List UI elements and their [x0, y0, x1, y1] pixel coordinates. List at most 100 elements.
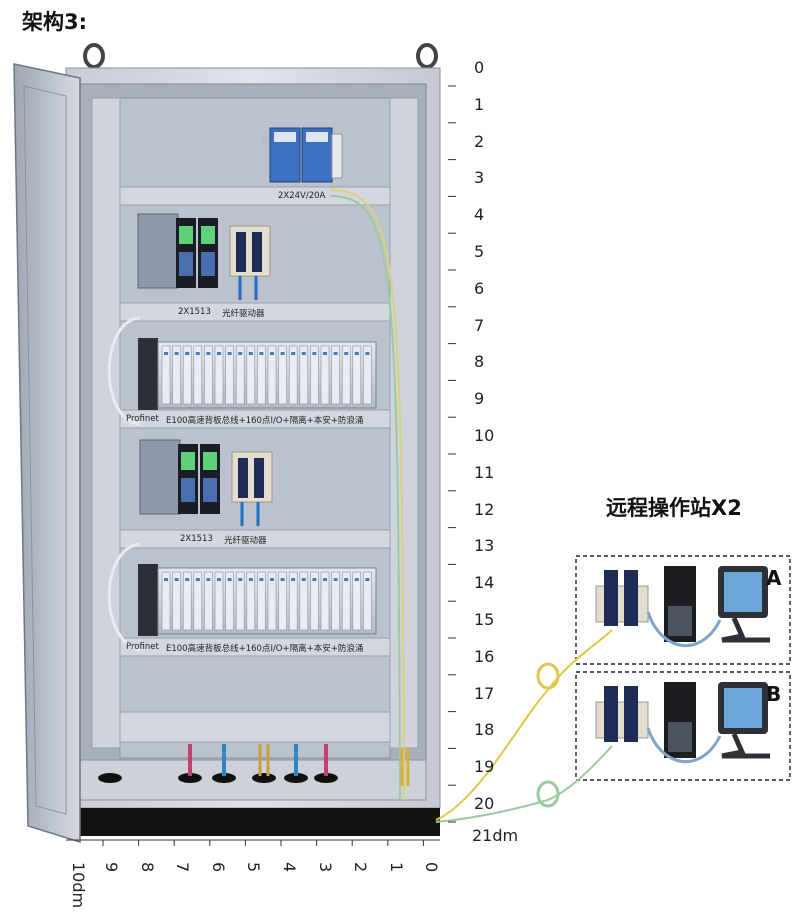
io-module	[161, 345, 171, 405]
y-ruler	[448, 85, 456, 823]
io-module-led	[185, 578, 190, 581]
io-module	[352, 345, 362, 405]
y-ruler-label: 8	[474, 352, 485, 372]
io-module-led	[164, 578, 168, 581]
io-module-led	[217, 578, 221, 581]
io-module	[172, 345, 181, 405]
io-module-led	[259, 352, 264, 355]
io-module	[288, 345, 298, 405]
io-module	[235, 571, 245, 631]
door-inner-panel	[23, 85, 67, 815]
io-module	[267, 571, 277, 631]
io-module-led	[323, 352, 327, 355]
io-module-led	[227, 578, 232, 581]
io-rack-1-label: E100高速背板总线+160点I/O+隔离+本安+防浪涌	[166, 416, 364, 426]
page-title: 架构3:	[22, 10, 88, 34]
io-module-led	[227, 352, 232, 355]
io-module-led	[312, 352, 317, 355]
y-ruler-label: 14	[474, 573, 495, 593]
x-ruler-label: 5	[244, 862, 264, 873]
io-module-led	[323, 578, 327, 581]
cpu-rack-2	[139, 439, 273, 526]
io-rack-2-label: E100高速背板总线+160点I/O+隔离+本安+防浪涌	[166, 644, 364, 654]
io-module-led	[354, 352, 359, 355]
io-module	[182, 345, 192, 405]
io-module	[246, 345, 256, 405]
io-module	[352, 571, 362, 631]
io-module	[235, 345, 245, 405]
duct-shelf-6	[119, 711, 391, 743]
x-ruler-label: 9	[102, 862, 121, 873]
io-module	[246, 571, 256, 631]
io-module-led	[238, 352, 243, 355]
io-module	[278, 571, 287, 631]
io-module-led	[365, 578, 370, 581]
station-b-monitor	[718, 682, 770, 759]
io-module	[299, 345, 309, 405]
lifting-eye-right	[416, 43, 438, 69]
station-a-frame	[575, 555, 791, 665]
io-module	[320, 571, 330, 631]
io-module	[214, 571, 224, 631]
x-ruler-label: 1	[386, 862, 406, 873]
io-module	[363, 571, 372, 631]
io-module-led	[344, 352, 349, 355]
y-ruler-label: 4	[474, 205, 485, 225]
io-module	[257, 345, 266, 405]
power-supply-group	[262, 127, 343, 183]
cabinet-door	[13, 63, 81, 844]
duct-shelf-5	[119, 637, 391, 657]
x-ruler-label: 7	[173, 862, 193, 873]
x-ruler-label: 3	[315, 862, 335, 873]
io-module-led	[280, 352, 285, 355]
io-module-led	[248, 578, 253, 581]
station-a-monitor	[718, 566, 770, 643]
io-module-led	[174, 352, 179, 355]
y-ruler-label: 12	[474, 499, 495, 519]
duct-shelf-3	[119, 409, 391, 429]
io-module	[193, 345, 203, 405]
cable-glands	[98, 744, 410, 786]
x-ruler-label: 2	[351, 862, 371, 873]
io-module-led	[365, 352, 370, 355]
io-module-led	[344, 578, 349, 581]
io-module-led	[195, 578, 200, 581]
y-ruler-label: 1	[474, 94, 485, 114]
station-b-frame	[575, 671, 791, 781]
x-ruler	[102, 840, 424, 846]
io-module	[331, 345, 340, 405]
station-a-switch	[664, 566, 696, 642]
io-module-led	[301, 352, 306, 355]
x-ruler-label: 4	[280, 862, 299, 873]
io-module-led	[312, 578, 317, 581]
y-ruler-label: 15	[474, 610, 495, 629]
io-rack-1-left-label: Profinet	[126, 414, 159, 424]
fiber-riser-green	[329, 195, 401, 801]
fiber-driver-2-label: 光纤驱动器	[224, 536, 267, 546]
io-module-led	[270, 352, 274, 355]
io-module	[320, 345, 330, 405]
io-rack-1	[138, 338, 377, 410]
io-module-led	[291, 352, 296, 355]
io-module	[288, 571, 298, 631]
io-module	[299, 571, 309, 631]
io-module	[278, 345, 287, 405]
io-module-led	[217, 352, 221, 355]
io-module	[204, 345, 213, 405]
io-module-led	[280, 578, 285, 581]
station-b-switch	[664, 682, 696, 758]
x-ruler-label: 0	[422, 862, 442, 873]
y-ruler-unit: 21dm	[472, 826, 519, 845]
cpu-rack-1-label: 2X1513	[178, 307, 211, 317]
io-module	[341, 571, 351, 631]
y-ruler-label: 9	[474, 389, 485, 409]
io-module	[310, 345, 319, 405]
io-module	[310, 571, 319, 631]
y-ruler-label: 18	[474, 720, 495, 740]
fiber-link-a	[435, 629, 613, 821]
io-module-led	[301, 578, 306, 581]
io-rack-2	[138, 564, 377, 636]
y-ruler-label: 7	[474, 315, 485, 335]
station-a-cable	[646, 611, 722, 648]
io-module-led	[206, 352, 211, 355]
